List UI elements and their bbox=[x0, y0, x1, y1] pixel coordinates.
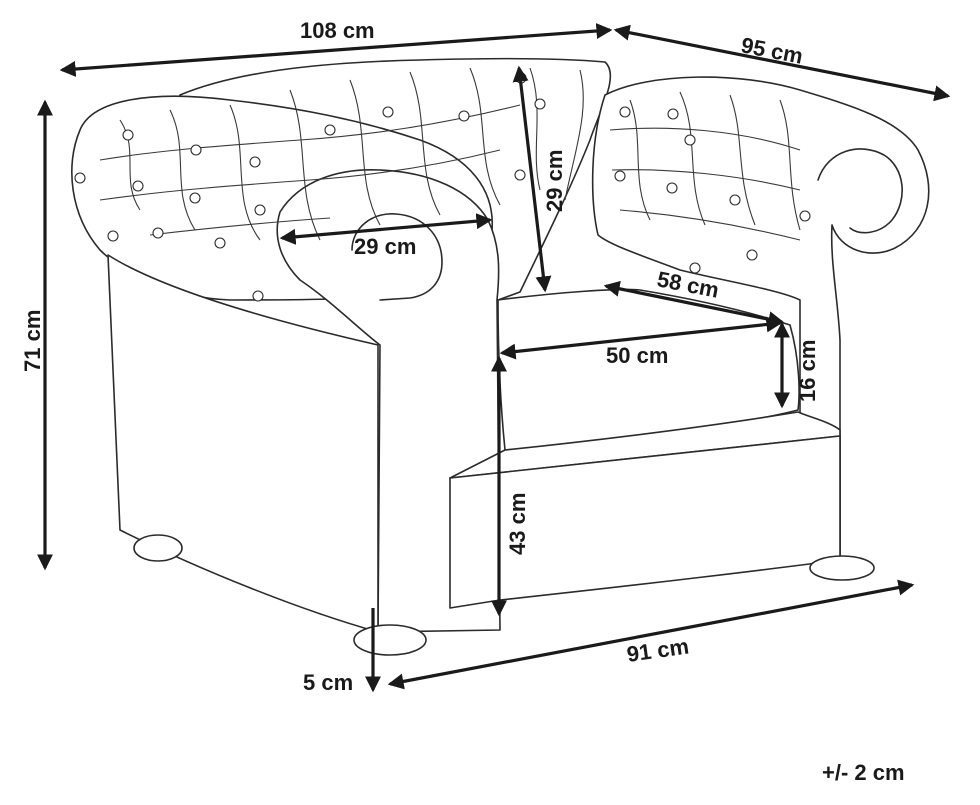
dim-58-line bbox=[603, 280, 785, 328]
label-5: 5 cm bbox=[303, 670, 353, 695]
tolerance-note: +/- 2 cm bbox=[822, 760, 905, 785]
dim-29-back-line bbox=[512, 65, 552, 293]
dim-50-line bbox=[499, 316, 783, 360]
label-71: 71 cm bbox=[20, 310, 45, 372]
label-29-arm: 29 cm bbox=[354, 234, 416, 259]
label-16: 16 cm bbox=[795, 340, 820, 402]
left-arm-front bbox=[276, 169, 501, 633]
label-43: 43 cm bbox=[505, 493, 530, 555]
leg-front-right bbox=[809, 555, 875, 581]
label-50: 50 cm bbox=[606, 343, 668, 368]
dimension-lines bbox=[37, 23, 951, 693]
left-side-panel bbox=[107, 254, 379, 633]
label-95: 95 cm bbox=[739, 32, 805, 68]
label-108: 108 cm bbox=[300, 18, 375, 43]
dim-91-line bbox=[387, 579, 915, 690]
tufting bbox=[99, 67, 801, 241]
dim-95-line bbox=[613, 24, 951, 102]
dim-29-arm-line bbox=[279, 213, 493, 245]
label-29-back: 29 cm bbox=[542, 150, 567, 212]
leg-back-left bbox=[133, 534, 183, 562]
dim-108-line bbox=[59, 23, 613, 77]
leg-front-left bbox=[353, 624, 427, 656]
